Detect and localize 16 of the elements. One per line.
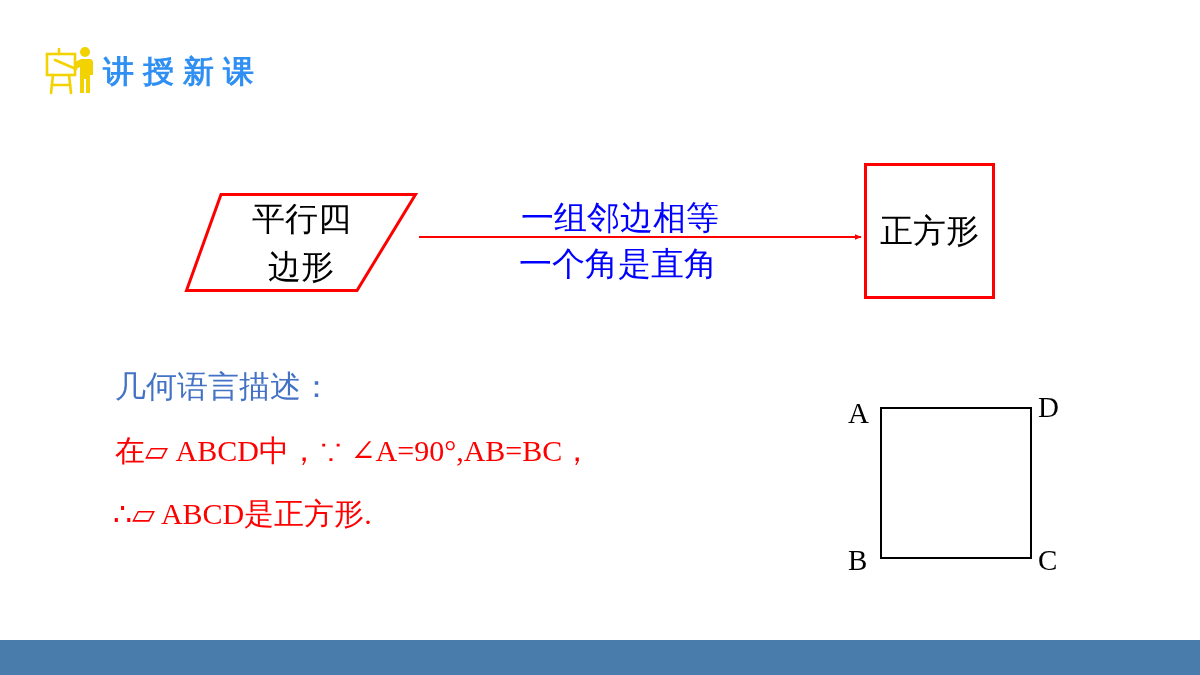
proof-statement: ∴▱ ABCD是正方形.: [113, 496, 372, 532]
vertex-label: B: [848, 543, 868, 578]
square-node: [864, 163, 995, 299]
proof-statement: 在▱ ABCD中，∵ ∠A=90°,AB=BC，: [115, 433, 593, 469]
vertex-label: D: [1038, 390, 1059, 425]
vertex-label: C: [1038, 543, 1058, 578]
square-figure: [880, 407, 1032, 559]
vertex-label: A: [848, 396, 869, 431]
node-text: 正方形: [880, 212, 979, 251]
edge-label: 一组邻边相等: [521, 199, 719, 238]
node-text: 平行四边形: [250, 199, 352, 287]
section-heading: 几何语言描述：: [115, 368, 332, 405]
arrow: [418, 234, 862, 240]
section-title: 讲授新课: [103, 52, 263, 91]
condition-text: 一个角是直角: [519, 245, 717, 284]
parallelogram-node: [185, 193, 417, 292]
